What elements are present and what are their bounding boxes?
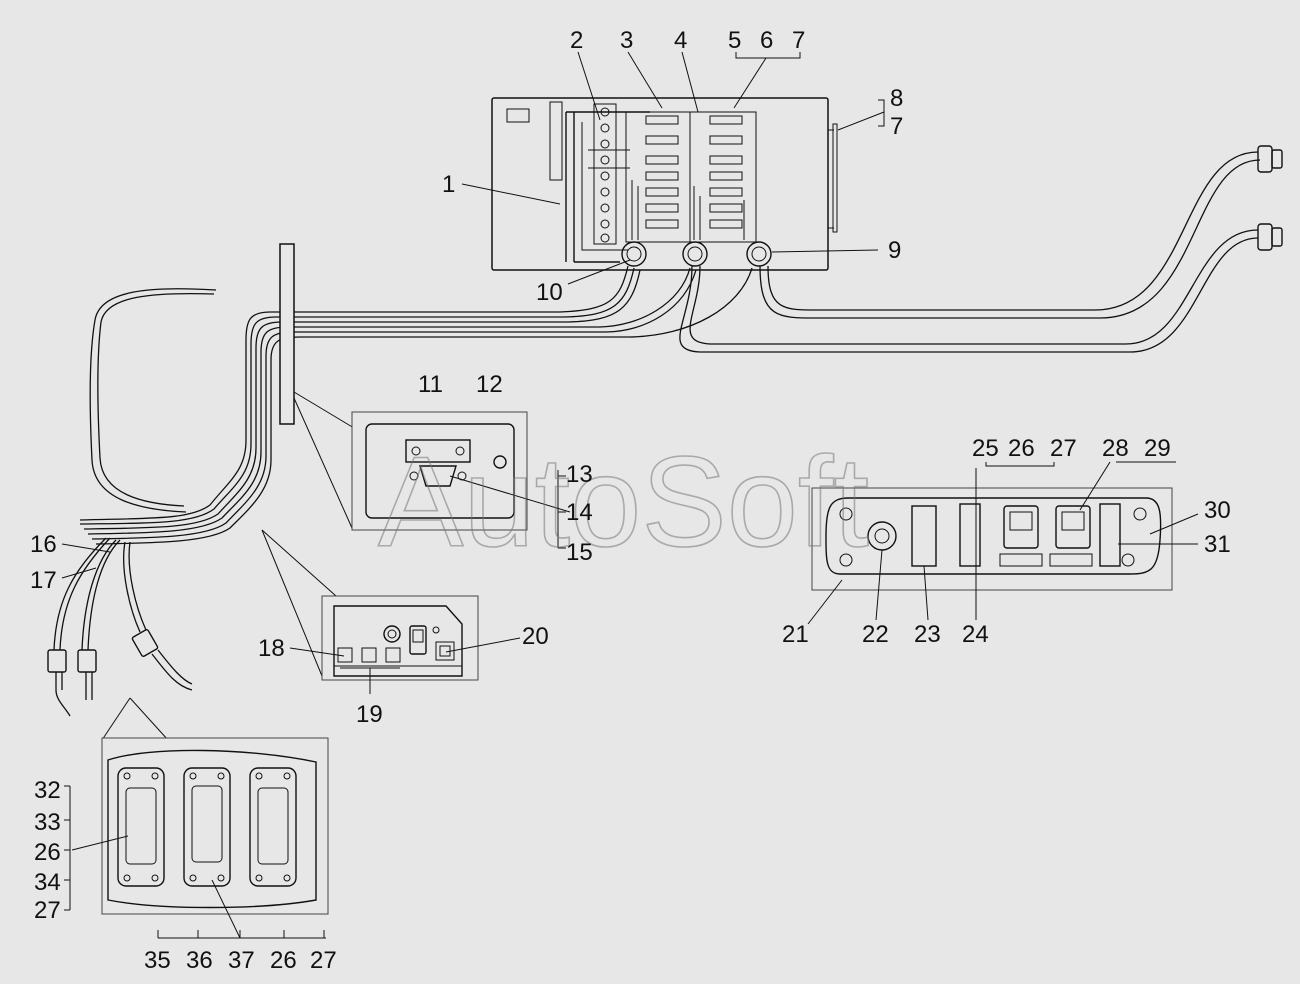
label-26-inset: 26 (34, 839, 61, 866)
label-20: 20 (522, 623, 549, 650)
label-8: 8 (890, 85, 903, 112)
label-16: 16 (30, 531, 57, 558)
cable-right-lower (679, 223, 1283, 353)
label-24: 24 (962, 621, 989, 648)
label-19: 19 (356, 701, 383, 728)
label-2: 2 (570, 27, 583, 54)
label-37: 37 (228, 947, 255, 974)
label-29: 29 (1144, 435, 1171, 462)
label-27-bottom: 27 (310, 947, 337, 974)
label-9: 9 (888, 237, 901, 264)
inset-connector-plate (293, 391, 528, 531)
label-30: 30 (1204, 497, 1231, 524)
label-21: 21 (782, 621, 809, 648)
label-33: 33 (34, 809, 61, 836)
plug-right (249, 767, 297, 887)
label-31: 31 (1204, 531, 1231, 558)
label-11: 11 (418, 371, 443, 398)
label-35: 35 (144, 947, 171, 974)
harness-tails (47, 537, 193, 717)
label-7-side: 7 (890, 113, 903, 140)
leader-lines (61, 51, 1199, 939)
label-14: 14 (566, 499, 593, 526)
label-27-inset: 27 (34, 897, 61, 924)
terminal-strip-left (600, 107, 610, 243)
label-17: 17 (30, 567, 57, 594)
label-32: 32 (34, 777, 61, 804)
label-5: 5 (728, 27, 741, 54)
label-6: 6 (760, 27, 773, 54)
label-12: 12 (476, 371, 503, 398)
plug-cover (183, 767, 231, 887)
label-23: 23 (914, 621, 941, 648)
label-27: 27 (1050, 435, 1077, 462)
label-4: 4 (674, 27, 687, 54)
watermark: AutoSoft (378, 431, 869, 574)
label-18: 18 (258, 635, 285, 662)
label-28: 28 (1102, 435, 1129, 462)
cable-right-upper (759, 145, 1283, 319)
label-15: 15 (566, 539, 593, 566)
label-7: 7 (792, 27, 805, 54)
harness-bundle (79, 243, 753, 545)
label-36: 36 (186, 947, 213, 974)
inset-control-panel (811, 487, 1173, 591)
fuse-row-right (709, 115, 743, 229)
label-26-bottom: 26 (270, 947, 297, 974)
label-26: 26 (1008, 435, 1035, 462)
distribution-box (491, 97, 838, 271)
label-1: 1 (442, 171, 455, 198)
label-13: 13 (566, 461, 593, 488)
label-22: 22 (862, 621, 889, 648)
plug-left (117, 767, 165, 887)
label-25: 25 (972, 435, 999, 462)
part-labels: 1 2 3 4 5 6 7 8 7 9 10 11 12 13 14 15 16… (30, 27, 1231, 974)
label-3: 3 (620, 27, 633, 54)
inset-connector-housing (101, 697, 329, 915)
label-10: 10 (536, 279, 563, 306)
fuse-row-left (645, 115, 679, 229)
label-34: 34 (34, 869, 61, 896)
